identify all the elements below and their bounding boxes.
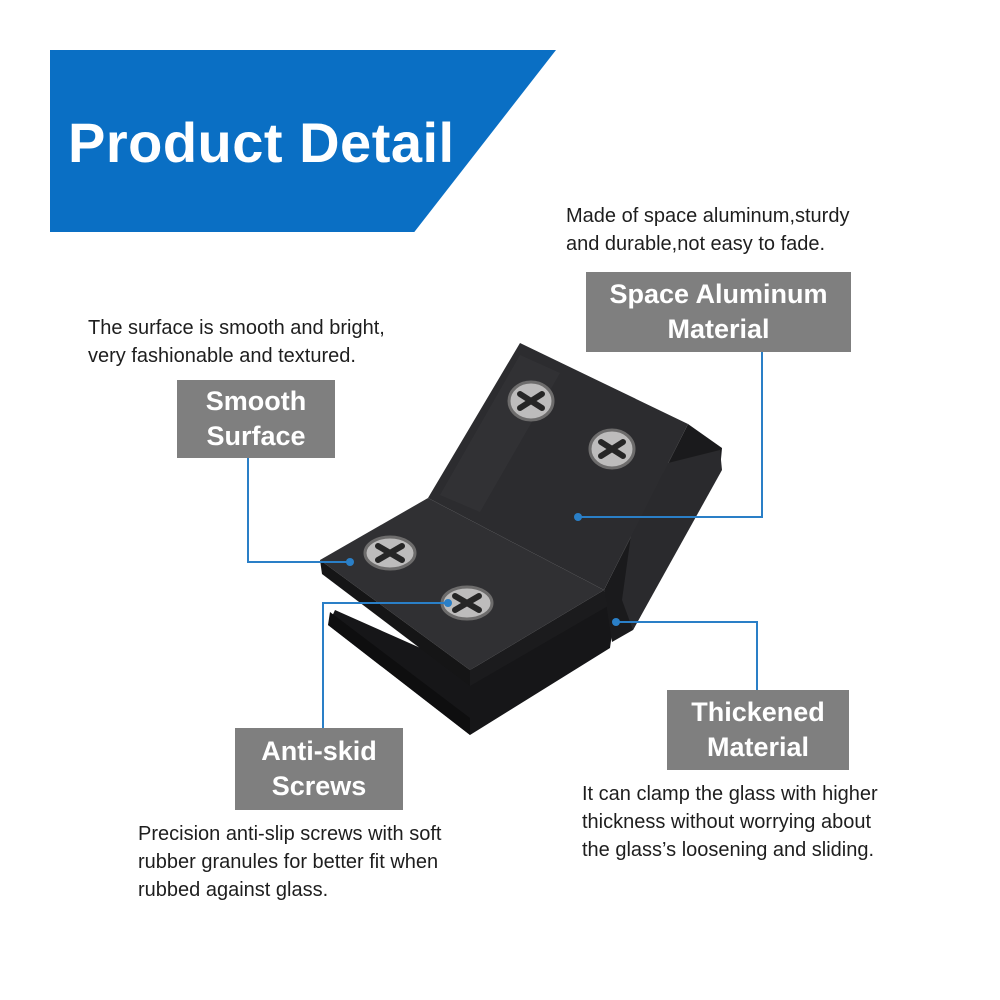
page-title: Product Detail: [68, 111, 455, 174]
screw-icon: [588, 428, 636, 470]
screw-icon: [363, 535, 417, 571]
smooth-surface-label: Smooth Surface: [177, 380, 335, 458]
callout-dot: [346, 558, 354, 566]
callout-dot: [444, 599, 452, 607]
callout-dot: [574, 513, 582, 521]
callout-dot: [612, 618, 620, 626]
callout-line-space-aluminum: [578, 352, 763, 518]
callout-line-smooth-surface: [247, 458, 350, 563]
thickened-material-label: Thickened Material: [667, 690, 849, 770]
bracket-right-edge: [470, 590, 608, 686]
space-aluminum-label: Space Aluminum Material: [586, 272, 851, 352]
callout-line-anti-skid: [322, 602, 448, 728]
bracket-lower-edge: [328, 612, 470, 735]
space-aluminum-description: Made of space aluminum,sturdy and durabl…: [566, 205, 850, 255]
screw-icon: [507, 380, 555, 422]
header-banner: Product Detail: [50, 50, 556, 232]
bracket-front-edge: [320, 560, 470, 686]
anti-skid-screws-label: Anti-skid Screws: [235, 728, 403, 810]
thickened-material-description: It can clamp the glass with higher thick…: [582, 783, 878, 861]
anti-skid-screws-description: Precision anti-slip screws with soft rub…: [138, 823, 442, 901]
smooth-surface-description: The surface is smooth and bright, very f…: [88, 317, 385, 367]
callout-line-thickened: [616, 621, 758, 690]
